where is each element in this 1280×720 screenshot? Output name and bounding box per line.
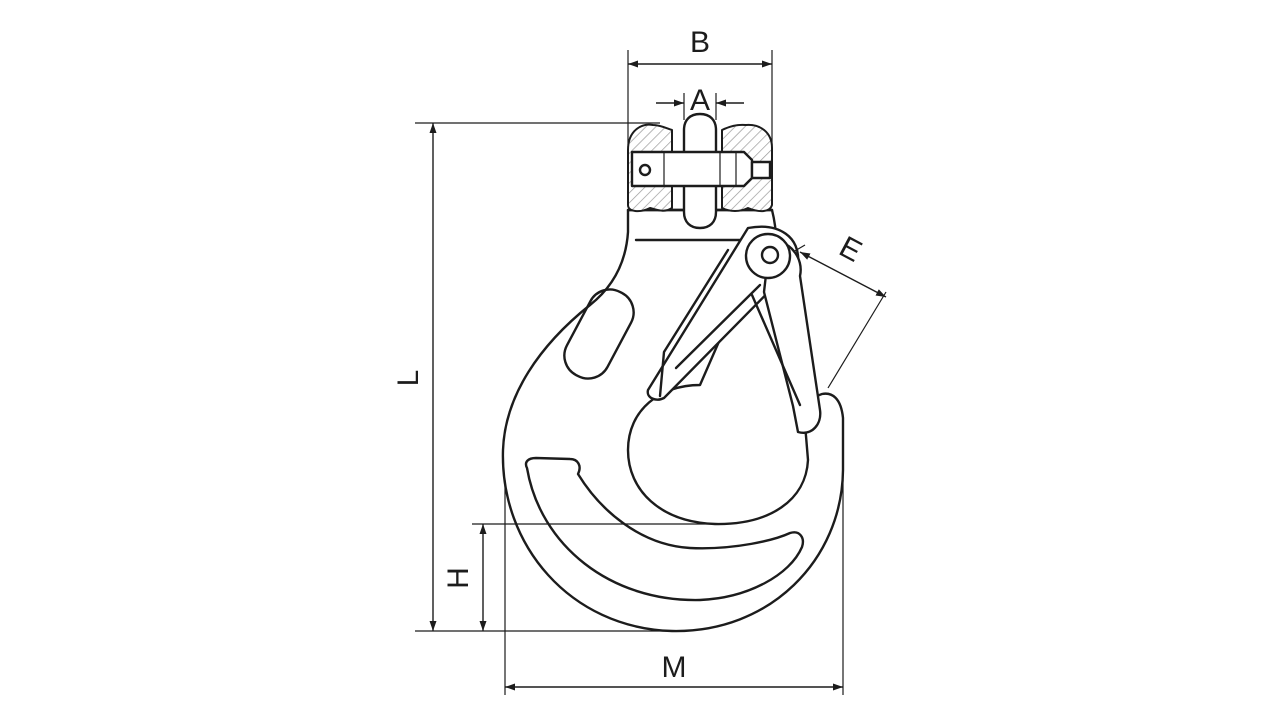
dimension-labels: B A L H M E xyxy=(392,26,867,684)
label-b: B xyxy=(690,26,710,59)
clevis-head xyxy=(627,112,773,230)
upper-slot xyxy=(563,288,635,380)
hook-body xyxy=(501,208,845,633)
label-e: E xyxy=(834,230,867,269)
dim-e-line xyxy=(799,251,887,298)
label-l: L xyxy=(392,370,425,387)
latch-pivot-pin xyxy=(760,245,780,265)
label-m: M xyxy=(662,651,687,684)
label-a: A xyxy=(690,84,710,117)
label-h: H xyxy=(442,567,475,589)
safety-latch xyxy=(646,225,822,434)
hook-outline xyxy=(501,208,845,633)
latch-plate xyxy=(762,238,822,434)
dimension-lines xyxy=(415,50,887,695)
pin-hole xyxy=(638,163,652,177)
bowl-groove xyxy=(524,456,804,602)
